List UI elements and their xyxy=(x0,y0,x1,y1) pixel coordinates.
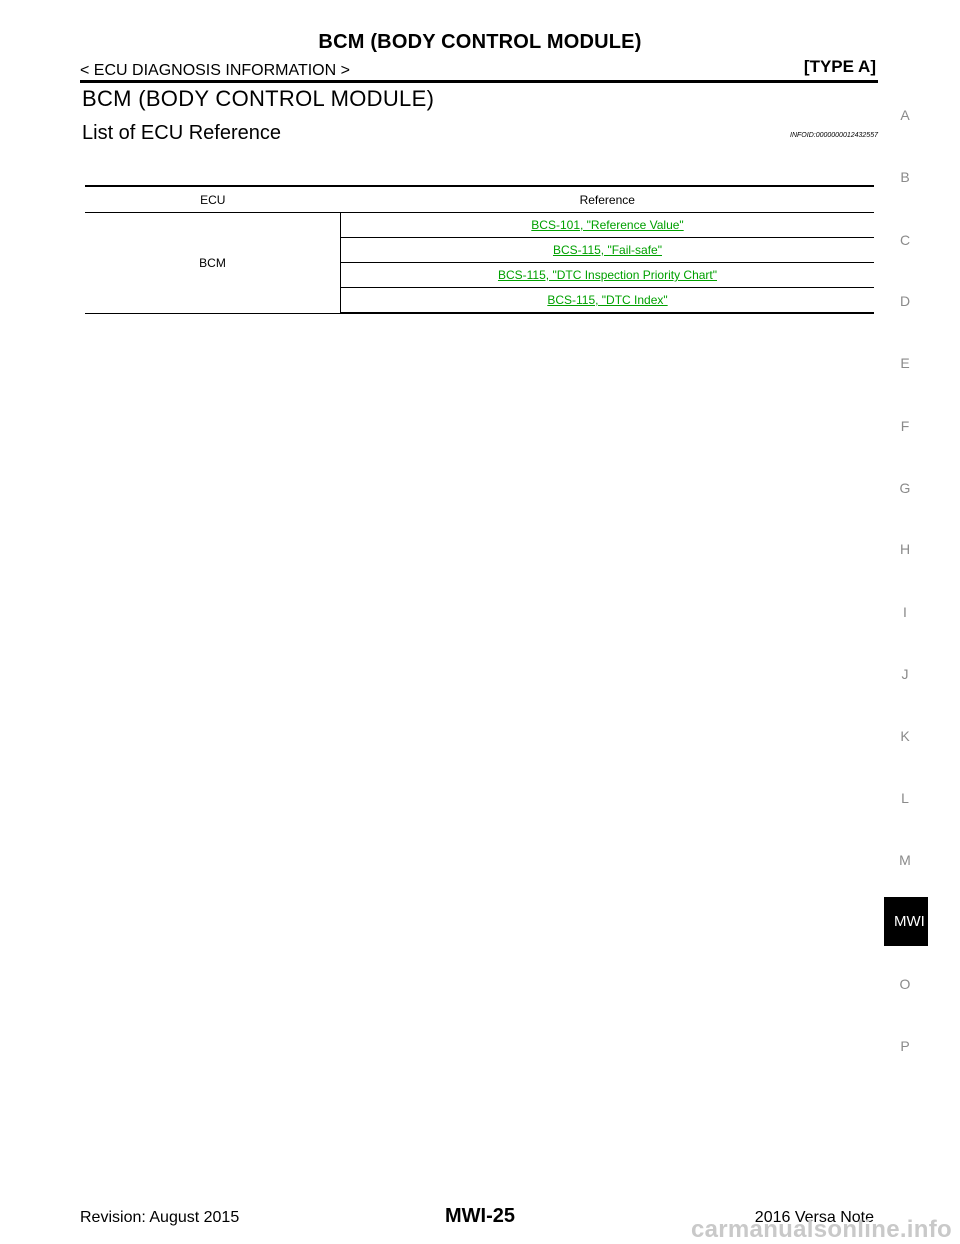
table-header-row: ECU Reference xyxy=(85,185,874,213)
index-letter-a[interactable]: A xyxy=(900,107,910,123)
index-letter-j[interactable]: J xyxy=(901,666,909,682)
page-header-title: BCM (BODY CONTROL MODULE) xyxy=(318,31,642,53)
watermark: carmanualsonline.info xyxy=(690,1216,952,1243)
reference-link[interactable]: BCS-115, "Fail-safe" xyxy=(552,243,662,257)
index-letter-l[interactable]: L xyxy=(901,790,909,806)
ecu-column-header: ECU xyxy=(85,185,341,213)
page-number: MWI-25 xyxy=(445,1205,515,1227)
reference-column-header: Reference xyxy=(340,185,874,213)
reference-cell: BCS-101, "Reference Value" xyxy=(340,212,874,238)
index-letter-b[interactable]: B xyxy=(900,169,910,185)
index-letter-g[interactable]: G xyxy=(899,480,911,496)
index-letter-f[interactable]: F xyxy=(900,418,910,434)
index-letter-c[interactable]: C xyxy=(899,232,911,248)
breadcrumb: < ECU DIAGNOSIS INFORMATION > xyxy=(80,62,350,79)
index-letter-h[interactable]: H xyxy=(899,541,911,557)
model-label: 2016 Versa Note xyxy=(754,1209,874,1226)
index-letter-i[interactable]: I xyxy=(903,604,907,620)
reference-link[interactable]: BCS-101, "Reference Value" xyxy=(531,218,684,232)
reference-cell: BCS-115, "DTC Inspection Priority Chart" xyxy=(340,262,874,288)
table-row: BCS-115, "Fail-safe" xyxy=(85,237,874,263)
header-rule xyxy=(80,80,878,83)
reference-cell: BCS-115, "DTC Index" xyxy=(340,287,874,314)
table-row: BCS-115, "DTC Inspection Priority Chart" xyxy=(85,262,874,288)
reference-link[interactable]: BCS-115, "DTC Index" xyxy=(547,293,668,307)
type-label: [TYPE A] xyxy=(803,57,876,76)
subsection-title: List of ECU Reference xyxy=(82,122,281,144)
ecu-reference-table: ECU Reference BCM BCS-101, "Reference Va… xyxy=(85,185,874,314)
index-letter-k[interactable]: K xyxy=(900,728,910,744)
section-title: BCM (BODY CONTROL MODULE) xyxy=(82,86,435,111)
index-letter-o[interactable]: O xyxy=(899,976,911,992)
reference-link[interactable]: BCS-115, "DTC Inspection Priority Chart" xyxy=(497,268,718,282)
reference-cell: BCS-115, "Fail-safe" xyxy=(340,237,874,263)
index-letter-e[interactable]: E xyxy=(900,355,910,371)
index-letter-p[interactable]: P xyxy=(900,1038,910,1054)
ecu-cell: BCM xyxy=(85,212,341,314)
index-letter-m[interactable]: M xyxy=(899,852,911,868)
table-row: BCS-115, "DTC Index" xyxy=(85,287,874,314)
info-id: INFOID:0000000012432557 xyxy=(790,132,878,139)
revision-label: Revision: August 2015 xyxy=(80,1209,240,1226)
index-letter-d[interactable]: D xyxy=(899,293,911,309)
active-section-tab[interactable]: MWI xyxy=(884,897,928,946)
table-row: BCM BCS-101, "Reference Value" xyxy=(85,212,874,314)
